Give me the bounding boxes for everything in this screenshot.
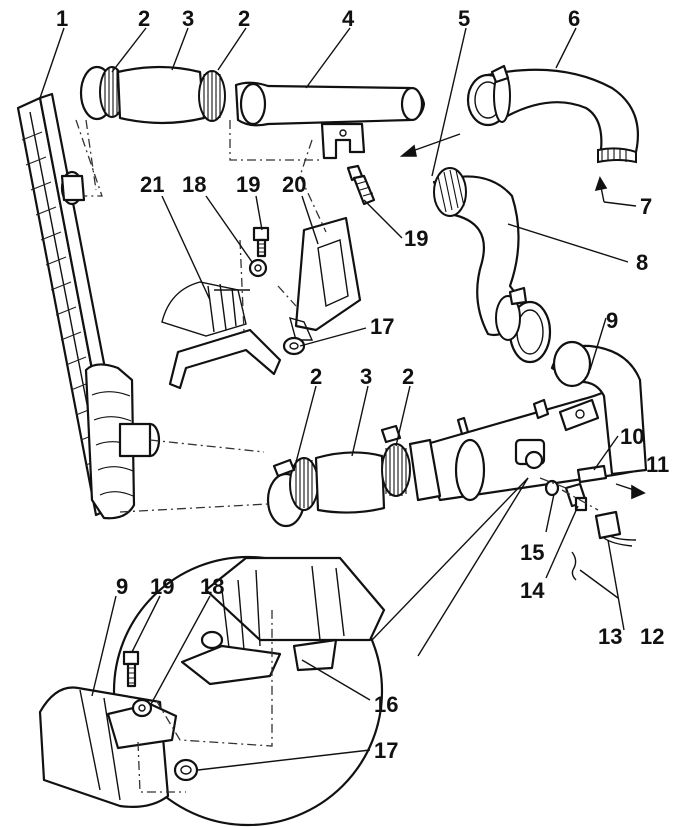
callout-10: 10: [620, 424, 644, 449]
callout-20: 20: [282, 172, 306, 197]
lower-pipe-9: [418, 340, 648, 502]
elbow-hose-6: [466, 64, 639, 164]
assembly-lines: [75, 119, 599, 513]
callout-2: 2: [310, 364, 322, 389]
callout-18: 18: [200, 574, 224, 599]
callout-21: 21: [140, 172, 164, 197]
bolt-19-mid: [252, 226, 270, 258]
bolt-19-upper: [346, 164, 376, 206]
grommet-17-mid: [282, 336, 306, 356]
callout-18: 18: [182, 172, 206, 197]
callout-9: 9: [116, 574, 128, 599]
callout-7: 7: [640, 194, 652, 219]
callout-1: 1: [56, 6, 68, 31]
sensor-14: [564, 482, 588, 512]
callout-6: 6: [568, 6, 580, 31]
callout-17: 17: [374, 738, 398, 763]
callout-13: 13: [598, 624, 622, 649]
callout-11: 11: [646, 452, 669, 477]
callout-19: 19: [150, 574, 174, 599]
upper-hose-assembly: [79, 65, 426, 160]
callout-8: 8: [636, 250, 648, 275]
nut-18-mid: [248, 258, 268, 278]
callout-5: 5: [458, 6, 470, 31]
lower-hose-assembly: [266, 424, 442, 528]
connector-12: [594, 510, 637, 547]
callout-12: 12: [640, 624, 664, 649]
intercooler-core: [16, 92, 161, 520]
callout-17: 17: [370, 314, 394, 339]
arrow-11: [615, 483, 646, 500]
callout-4: 4: [342, 6, 355, 31]
callout-labels: 1 2 3 2 4 5 6 7 8 21 18 19 20 19 17 9 2 …: [56, 6, 669, 763]
callout-14: 14: [520, 578, 545, 603]
callout-3: 3: [182, 6, 194, 31]
callout-9: 9: [606, 308, 618, 333]
mounting-bracket-21: [161, 281, 282, 390]
callout-2: 2: [402, 364, 414, 389]
bracket-20: [288, 216, 362, 341]
callout-2: 2: [138, 6, 150, 31]
callout-2: 2: [238, 6, 250, 31]
callout-15: 15: [520, 540, 544, 565]
detail-circle: [38, 477, 529, 827]
cap-10: [576, 464, 608, 484]
hose-8: [432, 167, 552, 364]
o-ring-15: [544, 479, 560, 497]
arrow-7: [594, 176, 637, 207]
callout-19: 19: [236, 172, 260, 197]
leader-lines: [39, 27, 629, 771]
arrow-5: [399, 133, 461, 157]
callout-16: 16: [374, 692, 398, 717]
callout-3: 3: [360, 364, 372, 389]
callout-19: 19: [404, 226, 428, 251]
clip-13: [571, 551, 577, 581]
